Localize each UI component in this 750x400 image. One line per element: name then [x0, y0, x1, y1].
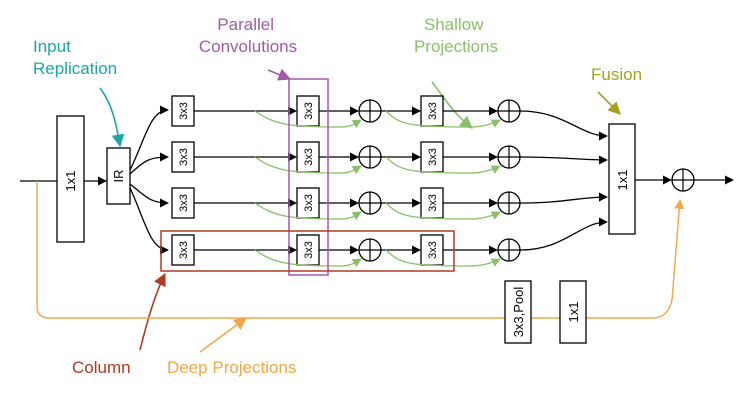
fusion-pointer — [597, 91, 621, 115]
column-row-2: 3x3 3x3 3x3 — [171, 141, 608, 175]
parallel-convolutions-label: Parallel Convolutions — [199, 15, 297, 56]
skip-conv-label: 1x1 — [566, 302, 581, 323]
shallow-projection-path — [254, 156, 362, 175]
shallow-projection-path — [385, 249, 501, 267]
deep-projections-pointer — [199, 317, 248, 353]
deep-projection-path — [36, 181, 685, 319]
column-row-4: 3x3 3x3 3x3 — [171, 217, 608, 268]
conv-block-c: 3x3 — [420, 141, 444, 173]
ir-branch-1 — [129, 105, 169, 171]
conv-label: 3x3 — [303, 194, 315, 212]
ir-block: IR — [106, 147, 131, 205]
input-replication-pointer — [99, 87, 125, 148]
conv-label: 3x3 — [427, 194, 439, 212]
column-label: Column — [72, 358, 131, 377]
add-node — [358, 99, 382, 123]
conv-block-a: 3x3 — [171, 234, 195, 266]
conv-block-c: 3x3 — [420, 95, 444, 127]
ir-branch-4 — [129, 187, 169, 255]
conv-label: 3x3 — [303, 241, 315, 259]
fusion-input-line — [519, 192, 608, 204]
conv-label: 3x3 — [303, 148, 315, 166]
conv-label: 3x3 — [303, 102, 315, 120]
parallel-convolutions-box — [288, 78, 329, 276]
conv-block-b: 3x3 — [296, 141, 320, 173]
shallow-projection-path — [385, 202, 501, 220]
add-node — [497, 238, 521, 262]
add-node — [358, 238, 382, 262]
conv-block-c: 3x3 — [420, 187, 444, 219]
conv-block-b: 3x3 — [296, 234, 320, 266]
fusion-input-line — [519, 155, 608, 165]
fusion-input-line — [519, 110, 608, 141]
conv-block-b: 3x3 — [296, 187, 320, 219]
fusion-input-line — [519, 217, 608, 251]
shallow-projections-pointer-1 — [431, 81, 473, 129]
add-node — [358, 145, 382, 169]
column-row-1: 3x3 3x3 3x3 — [171, 95, 608, 141]
shallow-projection-path — [254, 202, 362, 221]
column-row-3: 3x3 3x3 3x3 — [171, 187, 608, 221]
conv-label: 3x3 — [427, 241, 439, 259]
conv-block-b: 3x3 — [296, 95, 320, 127]
ir-branch-2 — [129, 152, 169, 175]
input-replication-label: Input Replication — [33, 37, 117, 78]
shallow-projection-path — [254, 249, 362, 268]
input-conv-block: 1x1 — [56, 115, 85, 243]
parallel-convolutions-pointer — [267, 68, 292, 81]
column-pointer — [139, 272, 166, 351]
deep-projections-label: Deep Projections — [167, 358, 296, 377]
conv-block-a: 3x3 — [171, 141, 195, 173]
conv-label: 3x3 — [427, 102, 439, 120]
shallow-projection-path — [385, 110, 501, 128]
column-rows: 3x3 3x3 3x3 3x3 3x3 3x3 3x3 3x3 3x3 3x3 3x3 3x3 — [171, 95, 608, 268]
fusion-conv-block: 1x1 — [608, 123, 636, 235]
ir-label: IR — [111, 170, 126, 183]
conv-label: 3x3 — [178, 241, 190, 259]
shallow-projections-label: Shallow Projections — [414, 15, 498, 56]
ir-branch-3 — [129, 183, 169, 208]
shallow-projection-path — [254, 110, 362, 129]
shallow-projection-path — [385, 156, 501, 174]
conv-block-c: 3x3 — [420, 234, 444, 266]
skip-conv-block: 1x1 — [559, 280, 587, 344]
conv-block-a: 3x3 — [171, 187, 195, 219]
conv-block-a: 3x3 — [171, 95, 195, 127]
add-node — [497, 191, 521, 215]
fusion-conv-label: 1x1 — [615, 170, 630, 191]
input-conv-label: 1x1 — [63, 171, 78, 192]
final-add-node — [671, 168, 695, 192]
add-node — [497, 99, 521, 123]
pool-block: 3x3,Pool — [504, 280, 532, 344]
conv-label: 3x3 — [178, 148, 190, 166]
fusion-label: Fusion — [591, 65, 642, 84]
add-node — [358, 191, 382, 215]
conv-label: 3x3 — [178, 194, 190, 212]
conv-label: 3x3 — [178, 102, 190, 120]
add-node — [497, 145, 521, 169]
column-box — [160, 230, 455, 272]
conv-label: 3x3 — [427, 148, 439, 166]
pool-label: 3x3,Pool — [511, 287, 526, 338]
